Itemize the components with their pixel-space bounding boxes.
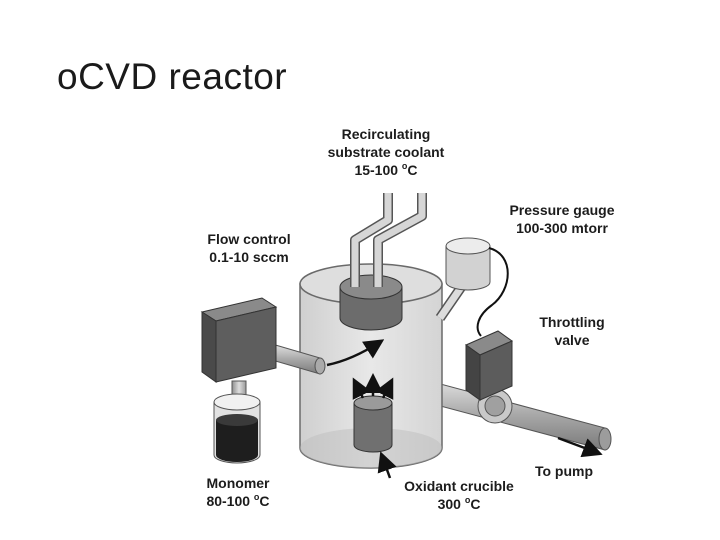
throttling-valve (464, 330, 514, 424)
oxidant-crucible (353, 395, 393, 453)
gauge-cable (476, 247, 509, 337)
monomer-label: Monomer 80-100 oC (196, 474, 280, 510)
exhaust-tube (417, 377, 612, 451)
monomer-flow-arrow (326, 339, 385, 367)
vapor-arrows (352, 373, 394, 400)
pressure-gauge-label: Pressure gauge 100-300 mtorr (497, 201, 627, 237)
pressure-gauge (435, 237, 491, 321)
pump-label-line1: To pump (534, 463, 594, 479)
oxidant-crucible-label: Oxidant crucible 300 oC (388, 477, 530, 513)
flow-label-line2: 0.1-10 sccm (209, 249, 289, 265)
throttle-label-line2: valve (554, 332, 590, 348)
monomer-label-line1: Monomer (206, 475, 270, 491)
throttle-label-line1: Throttling (539, 314, 605, 330)
coolant-pipes (350, 193, 427, 287)
monomer-jar (213, 380, 261, 464)
flow-control-label: Flow control 0.1-10 sccm (197, 230, 301, 266)
to-pump-label: To pump (526, 462, 602, 480)
coolant-label-temp: 15-100 oC (354, 161, 418, 179)
monomer-label-temp: 80-100 oC (206, 492, 270, 510)
pressure-label-line2: 100-300 mtorr (516, 220, 608, 236)
oxidant-label-temp: 300 oC (437, 495, 481, 513)
coolant-label-line1: Recirculating (341, 126, 431, 142)
flow-controller (200, 297, 278, 383)
coolant-label-line2: substrate coolant (327, 144, 445, 160)
pressure-label-line1: Pressure gauge (509, 202, 615, 218)
oxidant-pointer-arrow (377, 451, 397, 479)
to-pump-arrow (557, 436, 603, 458)
oxidant-label-line1: Oxidant crucible (404, 478, 514, 494)
throttling-valve-label: Throttling valve (527, 313, 617, 349)
coolant-label: Recirculating substrate coolant 15-100 o… (316, 125, 456, 179)
flow-label-line1: Flow control (207, 231, 291, 247)
slide-title: oCVD reactor (57, 56, 288, 97)
substrate-stage (339, 274, 403, 331)
